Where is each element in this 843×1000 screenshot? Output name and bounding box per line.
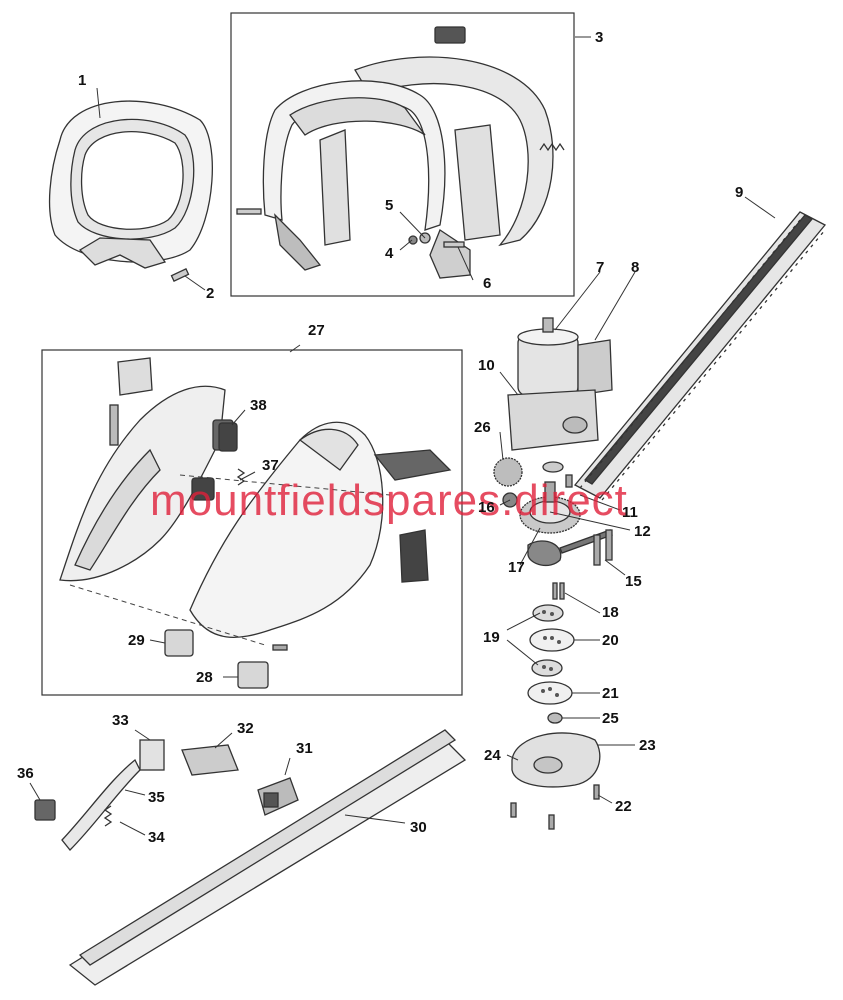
plate-washer-lower-part bbox=[527, 681, 573, 705]
group-box-handle-assembly bbox=[230, 12, 575, 297]
rubber-block-upper-part bbox=[164, 629, 194, 657]
callout-19: 19 bbox=[483, 629, 500, 646]
callout-34: 34 bbox=[148, 829, 165, 846]
callout-36: 36 bbox=[17, 765, 34, 782]
group-box-housing-assembly bbox=[41, 349, 463, 696]
switch-block-part bbox=[181, 744, 239, 776]
assembly-line-upper bbox=[69, 584, 266, 646]
callout-20: 20 bbox=[602, 632, 619, 649]
callout-38: 38 bbox=[250, 397, 267, 414]
gear-cover-part bbox=[510, 732, 601, 830]
switch-connector-part bbox=[257, 777, 299, 816]
callout-23: 23 bbox=[639, 737, 656, 754]
callout-25: 25 bbox=[602, 710, 619, 727]
callout-16: 16 bbox=[478, 499, 495, 516]
callout-37: 37 bbox=[262, 457, 279, 474]
callout-5: 5 bbox=[385, 197, 393, 214]
blade-guard-part bbox=[68, 729, 467, 986]
spacer-washer-part bbox=[532, 604, 564, 622]
callout-1: 1 bbox=[78, 72, 86, 89]
callout-31: 31 bbox=[296, 740, 313, 757]
callout-30: 30 bbox=[410, 819, 427, 836]
callout-26: 26 bbox=[474, 419, 491, 436]
housing-right-part bbox=[189, 421, 452, 638]
housing-screw-part bbox=[272, 644, 288, 651]
lock-button-part bbox=[34, 799, 56, 821]
callout-12: 12 bbox=[634, 523, 651, 540]
hedge-blade-part bbox=[573, 211, 827, 501]
bolts-part bbox=[565, 474, 613, 566]
cord-clip-part bbox=[218, 422, 238, 452]
callout-17: 17 bbox=[508, 559, 525, 576]
callout-2: 2 bbox=[206, 285, 214, 302]
callout-10: 10 bbox=[478, 357, 495, 374]
spacer-washer-lower-part bbox=[531, 659, 563, 677]
callout-24: 24 bbox=[484, 747, 501, 764]
callout-33: 33 bbox=[112, 712, 129, 729]
callout-11: 11 bbox=[622, 504, 638, 521]
housing-left-part bbox=[59, 357, 234, 582]
callout-18: 18 bbox=[602, 604, 619, 621]
motor-part bbox=[507, 317, 613, 451]
callout-7: 7 bbox=[596, 259, 604, 276]
leader-lines bbox=[29, 36, 776, 836]
callouts: 1 2 3 4 5 6 7 8 9 10 11 12 15 16 17 18 1… bbox=[17, 29, 743, 846]
trigger-lever-part bbox=[61, 758, 141, 851]
callout-4: 4 bbox=[385, 245, 394, 262]
trigger-spring-part bbox=[103, 805, 113, 827]
callout-9: 9 bbox=[735, 184, 743, 201]
callout-35: 35 bbox=[148, 789, 165, 806]
callout-21: 21 bbox=[602, 685, 619, 702]
rear-handle-part bbox=[236, 26, 565, 279]
callout-29: 29 bbox=[128, 632, 145, 649]
callout-3: 3 bbox=[595, 29, 603, 46]
callout-27: 27 bbox=[308, 322, 325, 339]
switch-plate-part bbox=[139, 739, 165, 771]
rubber-block-lower-part bbox=[237, 661, 269, 689]
lock-spring-part bbox=[236, 468, 246, 486]
nut-part bbox=[547, 712, 563, 724]
hand-guard-part bbox=[48, 100, 213, 269]
callout-22: 22 bbox=[615, 798, 632, 815]
screw-part bbox=[170, 268, 190, 282]
watermark: mountfieldspares.direct bbox=[150, 476, 628, 525]
plate-washer-part bbox=[529, 628, 575, 652]
pins-part bbox=[552, 582, 565, 600]
callout-28: 28 bbox=[196, 669, 213, 686]
callout-6: 6 bbox=[483, 275, 491, 292]
callout-32: 32 bbox=[237, 720, 254, 737]
callout-8: 8 bbox=[631, 259, 639, 276]
assembly-line-lower bbox=[179, 474, 391, 496]
callout-15: 15 bbox=[625, 573, 642, 590]
